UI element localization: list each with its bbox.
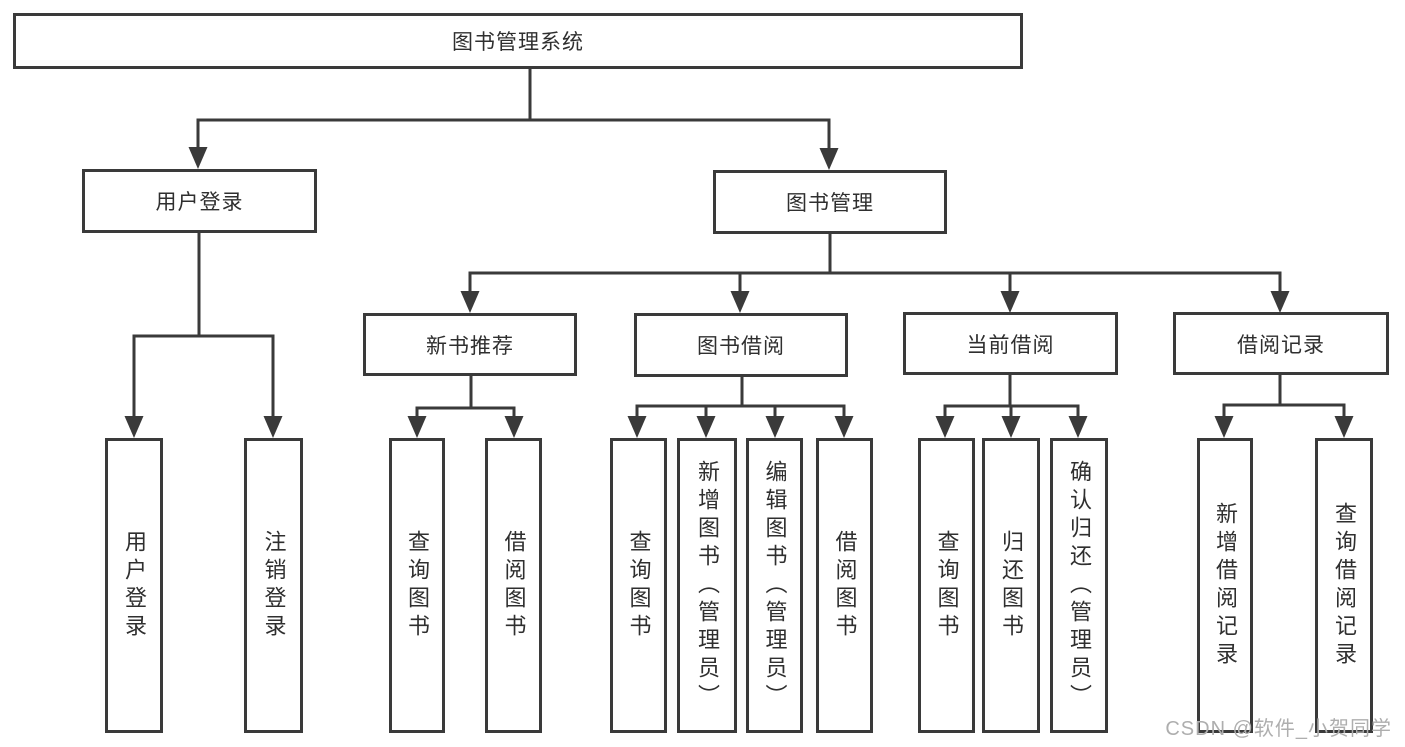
connector-user-login bbox=[132, 231, 275, 338]
node-user-login-label: 用户登录 bbox=[155, 191, 244, 214]
node-leaf-query-borrow-record: 查询借阅记录 bbox=[1315, 438, 1373, 733]
node-borrow-records: 借阅记录 bbox=[1173, 312, 1389, 375]
node-leaf-add-books-admin-label: 新增图书（管理员） bbox=[695, 459, 720, 712]
node-book-borrowing: 图书借阅 bbox=[634, 313, 848, 377]
node-leaf-confirm-return-admin: 确认归还（管理员） bbox=[1050, 438, 1108, 733]
csdn-watermark: CSDN @软件_小贺同学 bbox=[1165, 718, 1392, 740]
node-current-borrowing: 当前借阅 bbox=[903, 312, 1118, 375]
node-leaf-add-books-admin: 新增图书（管理员） bbox=[677, 438, 737, 733]
node-new-book-recommend-label: 新书推荐 bbox=[426, 334, 514, 358]
node-book-management: 图书管理 bbox=[713, 170, 947, 234]
node-leaf-user-login: 用户登录 bbox=[105, 438, 163, 733]
connector-book-management bbox=[468, 232, 1282, 275]
connector-book-borrowing bbox=[635, 375, 846, 408]
node-book-management-label: 图书管理 bbox=[786, 192, 874, 215]
node-library-system: 图书管理系统 bbox=[13, 13, 1023, 69]
node-leaf-query-books-2: 查询图书 bbox=[610, 438, 667, 733]
node-leaf-query-books-3-label: 查询图书 bbox=[934, 529, 960, 642]
node-borrow-records-label: 借阅记录 bbox=[1237, 333, 1325, 357]
node-leaf-query-books-1: 查询图书 bbox=[389, 438, 445, 733]
node-leaf-add-borrow-record: 新增借阅记录 bbox=[1197, 438, 1253, 733]
node-leaf-borrow-books-2-label: 借阅图书 bbox=[832, 529, 858, 642]
node-leaf-query-books-1-label: 查询图书 bbox=[405, 529, 430, 642]
connector-current-borrowing bbox=[943, 373, 1080, 408]
node-library-system-label: 图书管理系统 bbox=[452, 31, 584, 54]
node-leaf-query-borrow-record-label: 查询借阅记录 bbox=[1332, 501, 1357, 670]
node-leaf-logout: 注销登录 bbox=[244, 438, 303, 733]
node-leaf-query-books-2-label: 查询图书 bbox=[626, 529, 652, 642]
node-leaf-borrow-books-2: 借阅图书 bbox=[816, 438, 873, 733]
node-leaf-user-login-label: 用户登录 bbox=[122, 529, 147, 642]
node-current-borrowing-label: 当前借阅 bbox=[966, 333, 1055, 357]
node-leaf-borrow-books-1: 借阅图书 bbox=[485, 438, 542, 733]
connector-root bbox=[196, 67, 831, 122]
node-leaf-return-books: 归还图书 bbox=[982, 438, 1040, 733]
node-leaf-logout-label: 注销登录 bbox=[261, 529, 287, 642]
node-book-borrowing-label: 图书借阅 bbox=[697, 335, 785, 358]
node-leaf-confirm-return-admin-label: 确认归还（管理员） bbox=[1067, 459, 1092, 712]
node-leaf-return-books-label: 归还图书 bbox=[999, 529, 1024, 642]
connector-new-book bbox=[415, 374, 516, 410]
node-leaf-borrow-books-1-label: 借阅图书 bbox=[501, 529, 527, 642]
node-leaf-edit-books-admin-label: 编辑图书（管理员） bbox=[762, 459, 788, 712]
node-leaf-add-borrow-record-label: 新增借阅记录 bbox=[1213, 501, 1238, 670]
node-user-login: 用户登录 bbox=[82, 169, 317, 233]
node-leaf-query-books-3: 查询图书 bbox=[918, 438, 975, 733]
connector-borrow-records bbox=[1222, 373, 1346, 407]
node-new-book-recommend: 新书推荐 bbox=[363, 313, 577, 376]
node-leaf-edit-books-admin: 编辑图书（管理员） bbox=[746, 438, 803, 733]
